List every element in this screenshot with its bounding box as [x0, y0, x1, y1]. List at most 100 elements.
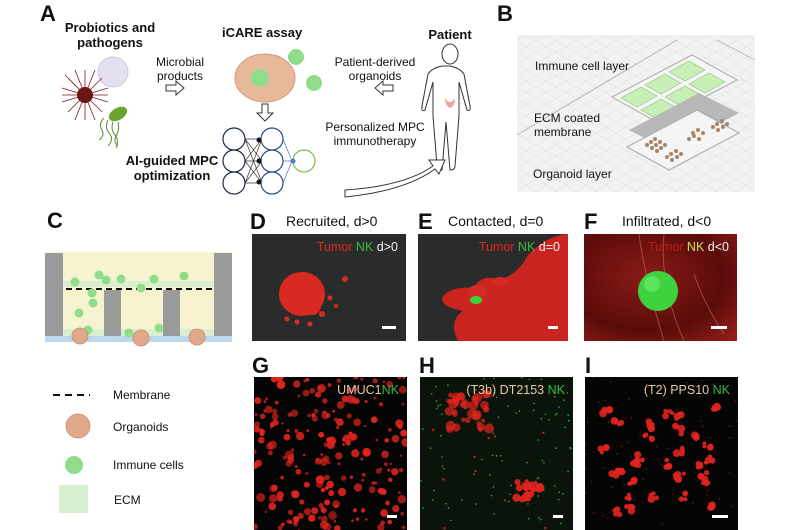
microbial-line1: Microbial	[155, 55, 204, 69]
chamber-walls	[45, 253, 232, 336]
organoid-dot	[323, 442, 329, 447]
organoid-dot	[387, 519, 393, 525]
nk-cell-dot	[480, 458, 483, 461]
organoid-dot	[292, 516, 300, 523]
organoid-dot	[315, 480, 324, 488]
organoid-dot	[391, 467, 399, 476]
organoid-dot	[322, 410, 327, 414]
organoid-cluster-dot	[602, 444, 610, 452]
organoid-dot	[302, 453, 306, 457]
nk-cell-dot	[526, 461, 529, 464]
organoid-dot	[271, 413, 279, 420]
organoid-dot	[280, 522, 285, 527]
nk-cell-dot	[567, 414, 569, 416]
organoid-dot	[380, 509, 388, 517]
tumor-label: Tumor	[478, 240, 515, 254]
organoid-dot	[281, 422, 284, 425]
therapy-line2: immunotherapy	[333, 134, 417, 148]
neural-network-icon	[222, 127, 316, 195]
microbial-products-text: Microbial products	[145, 55, 215, 83]
organoid-dot	[646, 435, 649, 437]
organoid-dot	[706, 489, 709, 491]
organoid-dot	[320, 506, 326, 512]
organoid-dot	[318, 516, 322, 520]
organoid-dot	[380, 467, 383, 471]
organoid-cluster-dot	[634, 456, 640, 462]
organoid-dot	[395, 419, 404, 428]
organoid-dot	[303, 481, 310, 488]
organoid-dot	[335, 452, 343, 460]
organoid-dot	[347, 397, 350, 400]
organoid-layer-label: Organoid layer	[533, 167, 612, 181]
organoid-dot	[286, 428, 290, 433]
bladder-icon	[445, 98, 455, 108]
organoid-dot	[315, 391, 322, 398]
nk-cell-dot	[557, 498, 560, 501]
nk-cell-dot	[509, 386, 511, 389]
organoid-cluster-dot	[476, 422, 485, 432]
organoid-dot	[705, 494, 708, 496]
organoid-dot	[623, 484, 625, 486]
nk-cell-dot	[530, 392, 533, 395]
legend-membrane-label: Membrane	[113, 388, 171, 402]
nk-cell-dot	[473, 473, 475, 476]
immune-layer-label: Immune cell layer	[535, 59, 630, 73]
organoid-cluster-dot	[677, 424, 686, 433]
immune-cell	[251, 69, 269, 87]
organoid-dot	[592, 512, 595, 514]
organoid-dot	[374, 481, 378, 485]
membrane-layer-label: ECM coated membrane	[534, 111, 600, 139]
organoid-dot	[336, 426, 340, 430]
organoid-dot	[295, 431, 305, 441]
organoid-dot	[487, 436, 491, 440]
organoid-dot	[398, 468, 404, 473]
organoid-dot	[401, 438, 407, 447]
nk-cell-dot	[538, 516, 540, 519]
organoid-dot	[701, 425, 704, 428]
organoid-dot	[618, 469, 621, 472]
organoid-dot	[254, 523, 258, 530]
organoid-dot	[657, 458, 660, 460]
ai-line2: optimization	[133, 168, 211, 183]
organoid-dot	[364, 400, 368, 403]
organoid-cluster-dot	[647, 424, 656, 433]
organoid-dot	[345, 440, 351, 446]
organoid-dot	[590, 480, 593, 483]
panel-g-image: UMUC1NK	[254, 377, 407, 530]
organoid-dot	[377, 523, 385, 530]
organoid-dot	[297, 512, 304, 519]
distance-label: d=0	[538, 240, 560, 254]
panel-f-label: F	[584, 209, 598, 234]
nk-cell-dot	[441, 413, 443, 415]
ai-line1: AI-guided MPC	[125, 153, 219, 168]
organoid-dot	[352, 508, 357, 513]
organoid-dot	[398, 491, 401, 495]
organoid-dot	[295, 468, 302, 475]
organoid-dot	[591, 377, 594, 379]
organoid-dot	[351, 385, 358, 392]
organoid-dot	[306, 429, 310, 432]
nk-cell-dot	[548, 418, 550, 421]
organoid-cluster-dot	[614, 418, 619, 424]
organoid-dot	[385, 500, 390, 506]
organoid-wells	[645, 119, 729, 162]
organoid-cluster-dot	[690, 431, 699, 440]
nk-cell-dot	[567, 419, 570, 422]
nk-cell-dot	[420, 480, 422, 482]
organoid-dot	[349, 475, 354, 479]
organoid-dot	[322, 398, 328, 404]
nk-cell-dot	[449, 519, 452, 522]
organoid-dot	[326, 437, 332, 443]
assay-title: iCARE assay	[222, 25, 303, 40]
organoid-dot	[307, 413, 311, 418]
patient-title: Patient	[428, 27, 472, 42]
organoid-cluster-dot	[663, 464, 669, 470]
tumor-surface	[442, 234, 568, 341]
panel-f-overlay: Tumor NK d<0	[648, 240, 729, 254]
sample-label: (T2) PPS10	[643, 383, 710, 397]
nk-cell-dot	[435, 407, 438, 410]
organoid-dot	[372, 378, 378, 384]
legend-icons	[53, 394, 91, 513]
organoid-dot	[694, 436, 696, 439]
organoid-dot	[544, 526, 547, 530]
